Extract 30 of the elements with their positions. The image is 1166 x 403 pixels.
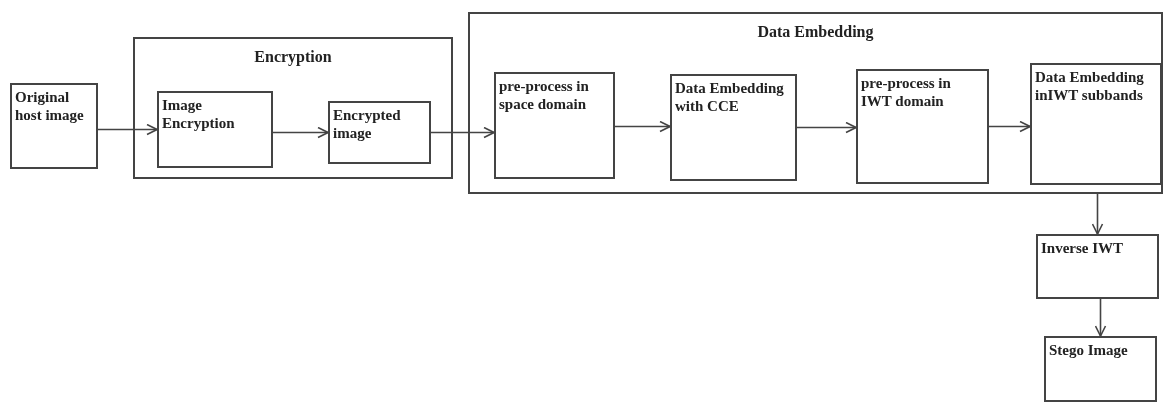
- box-label: Data Embedding inIWT subbands: [1035, 68, 1145, 104]
- process-box: [494, 72, 615, 179]
- group-title: Encryption: [253, 47, 333, 67]
- arrow: [272, 126, 329, 139]
- box-label: Data Embedding with CCE: [675, 79, 785, 115]
- process-box: [157, 91, 273, 168]
- process-box: [1030, 63, 1162, 185]
- group-box: [468, 12, 1163, 194]
- arrow: [614, 120, 671, 133]
- arrow: [796, 121, 857, 134]
- box-label: Encrypted image: [333, 106, 402, 142]
- box-label: Stego Image: [1049, 341, 1129, 359]
- box-label: Image Encryption: [162, 96, 236, 132]
- process-box: [1036, 234, 1159, 299]
- arrow: [97, 123, 158, 136]
- process-box: [10, 83, 98, 169]
- arrow: [430, 126, 495, 139]
- process-box: [856, 69, 989, 184]
- group-box: [133, 37, 453, 179]
- arrow: [988, 120, 1031, 133]
- process-box: [1044, 336, 1157, 402]
- process-box: [328, 101, 431, 164]
- arrow: [1094, 298, 1107, 337]
- box-label: pre-process in space domain: [499, 77, 590, 113]
- box-label: Inverse IWT: [1041, 239, 1125, 257]
- box-label: Original host image: [15, 88, 85, 124]
- arrow: [1091, 193, 1104, 235]
- box-label: pre-process in IWT domain: [861, 74, 952, 110]
- process-box: [670, 74, 797, 181]
- group-title: Data Embedding: [756, 22, 875, 42]
